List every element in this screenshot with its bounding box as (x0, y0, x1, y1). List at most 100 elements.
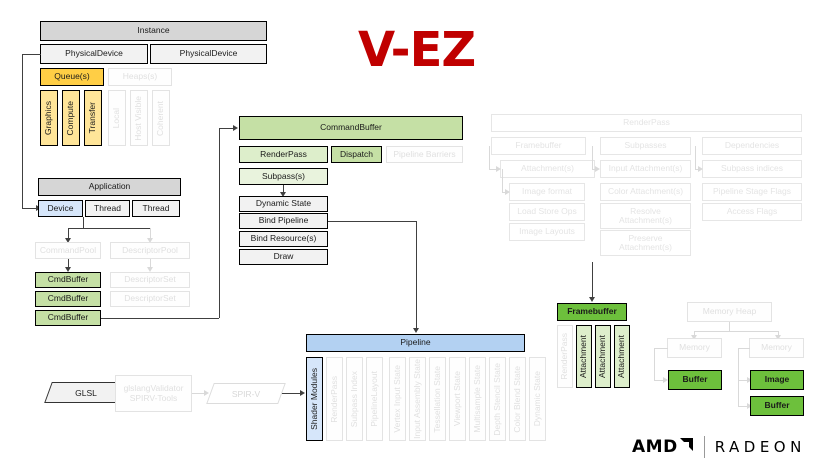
node-fb-attachment-1-label: Attachment (578, 335, 589, 378)
edge-bindpipeline-pipeline-arrow (412, 328, 419, 333)
edge-memright-v (738, 348, 739, 406)
node-glslang-tools: glslangValidator SPIRV-Tools (115, 375, 192, 412)
node-cmdbuffer-2: CmdBuffer (35, 291, 101, 307)
edge-rp-dep-idx-v (695, 146, 696, 169)
edge-physdev-device-top (22, 54, 41, 55)
node-physical-device-2: PhysicalDevice (150, 44, 267, 64)
edge-spirv-shader-modules-arrow (300, 389, 305, 396)
node-application: Application (38, 178, 181, 196)
node-cb-renderpass: RenderPass (239, 146, 328, 163)
logo-divider (703, 436, 705, 458)
node-rp-input-attachments: Input Attachment(s) (600, 160, 691, 178)
node-pipeline-stage-depth-stencil-state: Depth Stencil State (489, 357, 506, 441)
node-pipeline-stage-pipeline-layout: PipelineLayout (366, 357, 383, 441)
node-queues: Queue(s) (40, 68, 104, 86)
edge-memleft-buffer-arrow (663, 376, 668, 383)
node-thread-2: Thread (132, 200, 180, 217)
node-cb-bind-pipeline: Bind Pipeline (239, 213, 328, 229)
node-heap-host-visible: Host Visible (130, 90, 148, 146)
edge-rp-sp-input-h (592, 169, 596, 170)
node-pipeline-stage-tessellation-state: Tessellation State (429, 357, 446, 441)
edge-memright-h1 (738, 380, 747, 381)
node-memory-right: Memory (749, 338, 804, 358)
node-fb-attachment-3-label: Attachment (616, 335, 627, 378)
edge-to-commandpool (68, 228, 69, 238)
node-spirv-label: SPIR-V (231, 388, 261, 399)
node-heap-coherent: Coherent (152, 90, 170, 146)
edge-to-commandpool-arrow (64, 238, 71, 243)
node-device: Device (38, 200, 83, 217)
edge-cmdbuffer-commandbuffer-v (219, 128, 220, 318)
node-rp-access-flags: Access Flags (702, 203, 802, 221)
node-memory-heap: Memory Heap (687, 302, 772, 322)
node-cb-subpasses: Subpass(s) (239, 168, 328, 185)
node-rp-framebuffer: Framebuffer (491, 137, 586, 155)
edge-heap-left (694, 331, 695, 336)
node-cb-dispatch: Dispatch (331, 146, 382, 163)
node-command-pool: CommandPool (35, 242, 101, 259)
node-fb-attachment-2-label: Attachment (597, 335, 608, 378)
edge-cmdbuffer-commandbuffer-arrow (233, 124, 238, 131)
edge-rp-sp-input-v (592, 146, 593, 169)
node-rp-preserve-attachments: Preserve Attachment(s) (600, 230, 691, 256)
node-heap-local: Local (108, 90, 126, 146)
edge-rp-dep-idx-arrow (698, 165, 703, 172)
node-queue-transfer: Transfer (84, 90, 102, 146)
node-queue-graphics-label: Graphics (43, 100, 54, 135)
amd-wordmark: AMD (632, 437, 694, 457)
node-fb-attachment-1: Attachment (576, 325, 592, 388)
edge-heap-right (778, 331, 779, 336)
node-rp-image-format: Image format (509, 183, 585, 201)
node-rp-color-attachments: Color Attachment(s) (600, 183, 691, 201)
edge-physdev-device-vert (22, 54, 23, 208)
edge-memright-h2 (738, 406, 747, 407)
node-thread-1: Thread (85, 200, 130, 217)
edge-heap-left-arrow (690, 335, 697, 340)
edge-memright-image-arrow (747, 376, 752, 383)
node-rp-attachments: Attachment(s) (500, 160, 595, 178)
edge-rp-fb-attach-h (489, 169, 496, 170)
node-pipeline-stage-tessellation-state-label: Tessellation State (431, 365, 442, 433)
node-pipeline-stage-subpass-index: Subpass Index (346, 357, 363, 441)
edge-memright-h0 (738, 348, 750, 349)
edge-heap-bar (694, 331, 778, 332)
edge-renderpass-framebuffer (592, 262, 593, 297)
node-fb-attachment-2: Attachment (595, 325, 611, 388)
node-fb-renderpass-label: RenderPass (559, 333, 570, 380)
node-fb-renderpass: RenderPass (557, 325, 573, 388)
edge-to-descriptorpool-arrow (146, 238, 153, 243)
edge-tools-spirv (192, 393, 204, 394)
node-buffer-left: Buffer (668, 370, 722, 390)
edge-heap-stem (729, 322, 730, 331)
edge-commandpool-cmdbuffer (68, 259, 69, 268)
node-cb-draw: Draw (239, 249, 328, 265)
node-pipeline-stage-pipeline-layout-label: PipelineLayout (368, 371, 379, 427)
node-renderpass-header: RenderPass (491, 114, 802, 132)
edge-memleft-buffer-v (654, 348, 655, 380)
node-glslang-tools-line2: SPIRV-Tools (129, 393, 178, 403)
node-pipeline-stage-viewport-state-label: Viewport State (451, 371, 462, 427)
node-descriptor-pool: DescriptorPool (110, 242, 190, 259)
edge-rp-fb-attach-arrow (496, 165, 501, 172)
node-pipeline-stage-dynamic-state-label: Dynamic State (531, 371, 542, 427)
edge-spirv-shader-modules (282, 393, 300, 394)
amd-text: AMD (632, 437, 678, 457)
node-pipeline-stage-viewport-state: Viewport State (449, 357, 466, 441)
node-cb-dynamic-state: Dynamic State (239, 196, 328, 212)
node-pipeline-stage-renderpass: RenderPass (326, 357, 343, 441)
node-memory-left: Memory (667, 338, 722, 358)
edge-rp-dep-idx-h (695, 169, 699, 170)
node-pipeline-stage-color-blend-state-label: Color Blend State (511, 365, 522, 433)
node-rp-subpass-indices: Subpass indices (702, 160, 802, 178)
edge-bindpipeline-pipeline-h (328, 221, 416, 222)
node-instance: Instance (40, 21, 267, 41)
node-heap-coherent-label: Coherent (155, 100, 166, 136)
edge-memright-buffer-arrow (747, 402, 752, 409)
node-pipeline-stage-subpass-index-label: Subpass Index (348, 370, 359, 428)
node-fb-attachment-3: Attachment (614, 325, 630, 388)
node-rp-dependencies: Dependencies (702, 137, 802, 155)
edge-device-fan-bar (68, 228, 150, 229)
edge-descriptorpool-descriptorset-arrow (146, 267, 153, 272)
edge-memleft-buffer-h1 (654, 348, 668, 349)
